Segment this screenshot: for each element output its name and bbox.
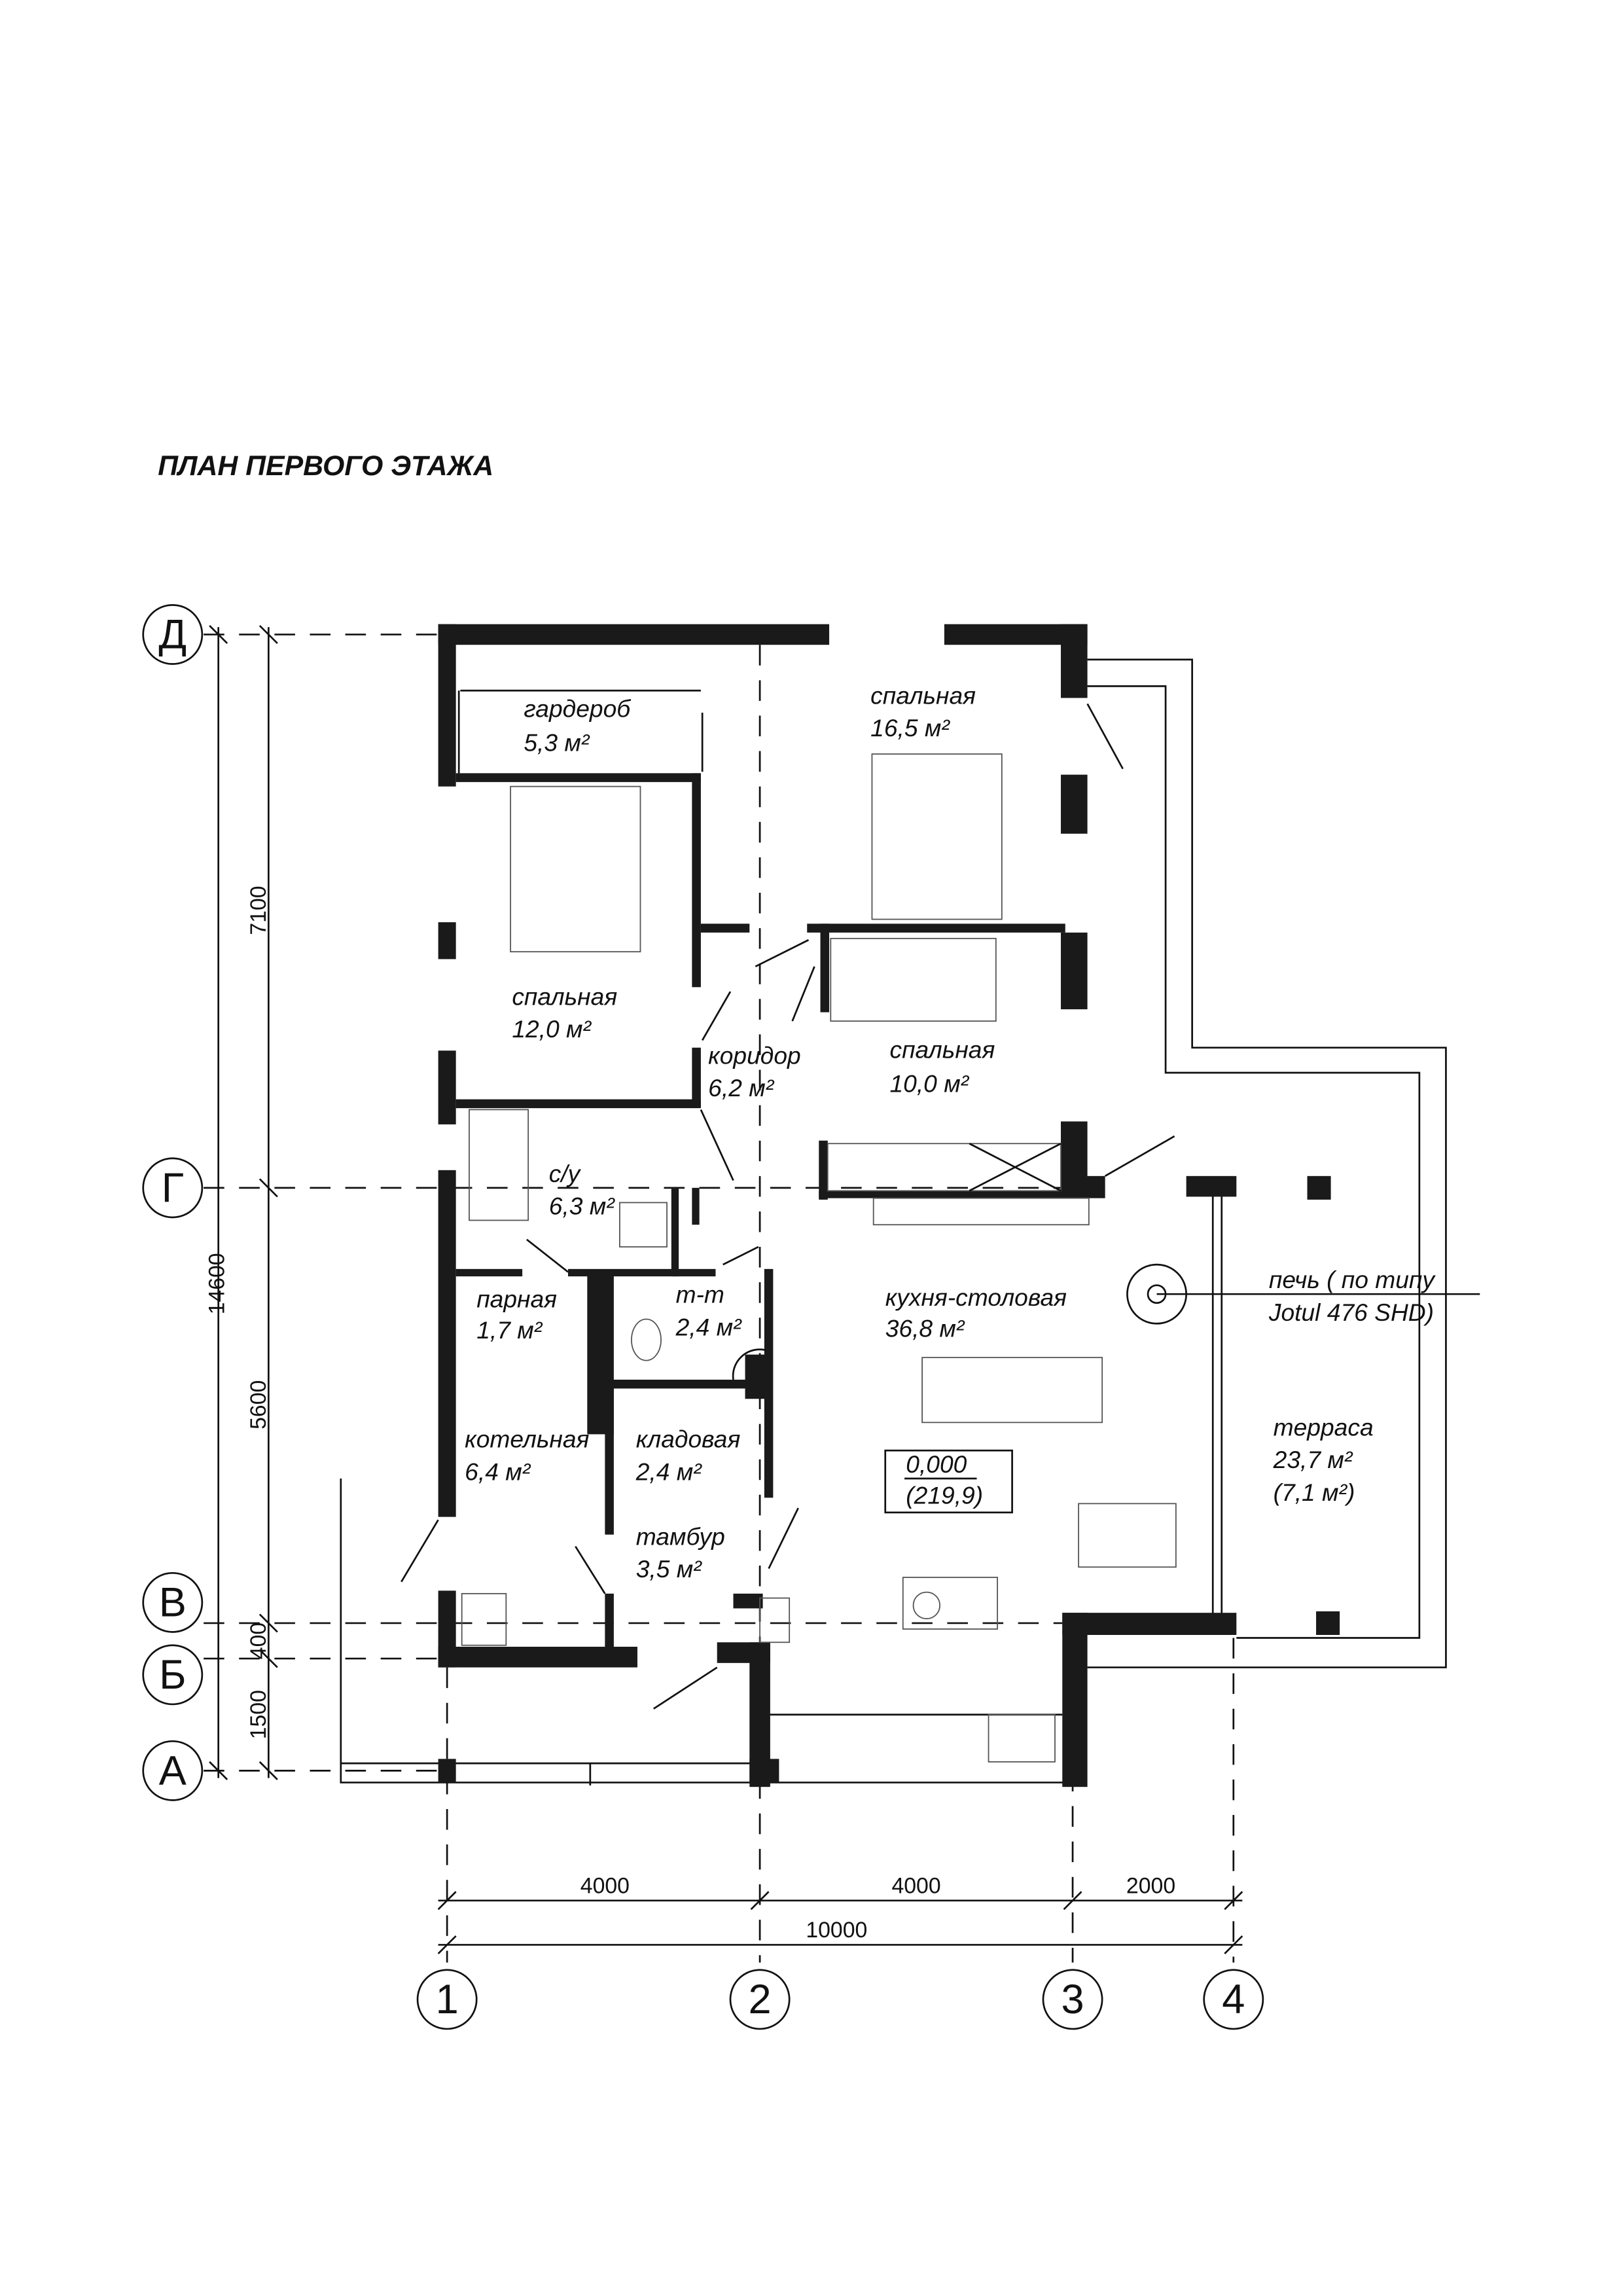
doors-and-fixtures <box>401 689 1480 1785</box>
dim-b-a: 1500 <box>246 1690 271 1739</box>
room-name: спальная <box>889 1035 995 1063</box>
room-labels: гардероб 5,3 м² спальная 16,5 м² спальна… <box>465 681 1067 1583</box>
room-name: коридор <box>708 1041 801 1069</box>
dim-2-3: 4000 <box>891 1874 940 1899</box>
axis-label-a: А <box>159 1748 187 1793</box>
axis-label-1: 1 <box>436 1977 459 2022</box>
room-name: спальная <box>870 681 976 709</box>
level-mark: 0,000 (219,9) <box>884 1449 1013 1514</box>
room-name: парная <box>476 1285 557 1312</box>
room-name: кладовая <box>636 1426 741 1453</box>
room-area: 12,0 м² <box>512 1015 592 1043</box>
dim-total-horizontal: 10000 <box>806 1918 867 1943</box>
level-value: 0,000 <box>906 1450 967 1478</box>
room-name: кухня-столовая <box>885 1283 1067 1311</box>
dim-g-v: 5600 <box>246 1380 271 1429</box>
dim-total-vertical: 14600 <box>205 1253 230 1314</box>
stove-line1: печь ( по типу <box>1269 1266 1436 1293</box>
axis-label-g: Г <box>162 1165 184 1211</box>
room-area: 2,4 м² <box>635 1458 703 1485</box>
room-name: т-т <box>676 1281 724 1308</box>
axis-label-4: 4 <box>1222 1977 1245 2022</box>
vertical-dimensions: 14600 7100 5600 400 1500 <box>205 624 278 1780</box>
walls <box>438 624 1340 1787</box>
stove-line2: Jotul 476 SHD) <box>1268 1299 1434 1326</box>
total-area: (219,9) <box>906 1481 983 1509</box>
room-area: 10,0 м² <box>889 1069 969 1097</box>
dim-1-2: 4000 <box>580 1874 630 1899</box>
room-name: тамбур <box>636 1522 725 1550</box>
room-area: 1,7 м² <box>476 1316 543 1344</box>
axis-label-3: 3 <box>1061 1977 1084 2022</box>
room-name: котельная <box>465 1426 589 1453</box>
axis-label-b: Б <box>159 1652 186 1698</box>
dim-3-4: 2000 <box>1126 1874 1175 1899</box>
room-area: 3,5 м² <box>636 1555 703 1583</box>
dim-v-b: 400 <box>246 1623 271 1659</box>
room-area: 6,2 м² <box>708 1074 775 1102</box>
room-area: 2,4 м² <box>675 1313 743 1340</box>
room-name: спальная <box>512 982 617 1010</box>
room-area: 36,8 м² <box>885 1315 965 1342</box>
col-axis-markers: 1 2 3 4 <box>416 1969 1264 2030</box>
terrace-area: 23,7 м² <box>1273 1446 1353 1473</box>
room-name: с/у <box>549 1160 582 1187</box>
room-area: 16,5 м² <box>870 714 950 742</box>
stove-label: печь ( по типу Jotul 476 SHD) <box>1268 1266 1436 1326</box>
terrace-area-covered: (7,1 м²) <box>1274 1479 1355 1506</box>
room-area: 6,3 м² <box>549 1192 616 1219</box>
room-area: 5,3 м² <box>524 729 590 757</box>
axis-label-v: В <box>159 1579 187 1625</box>
row-axis-markers: Д Г В Б А <box>142 603 204 1801</box>
terrace-name: терраса <box>1274 1414 1374 1441</box>
axis-label-2: 2 <box>749 1977 772 2022</box>
room-name: гардероб <box>524 695 631 723</box>
axis-label-d: Д <box>158 611 187 657</box>
horizontal-dimensions: 4000 4000 2000 10000 <box>437 1874 1243 1954</box>
terrace-outline <box>340 658 1447 1784</box>
dim-d-g: 7100 <box>246 886 271 935</box>
plan-title: ПЛАН ПЕРВОГО ЭТАЖА <box>158 450 493 482</box>
room-area: 6,4 м² <box>465 1458 531 1485</box>
terrace-label: терраса 23,7 м² (7,1 м²) <box>1273 1414 1374 1506</box>
